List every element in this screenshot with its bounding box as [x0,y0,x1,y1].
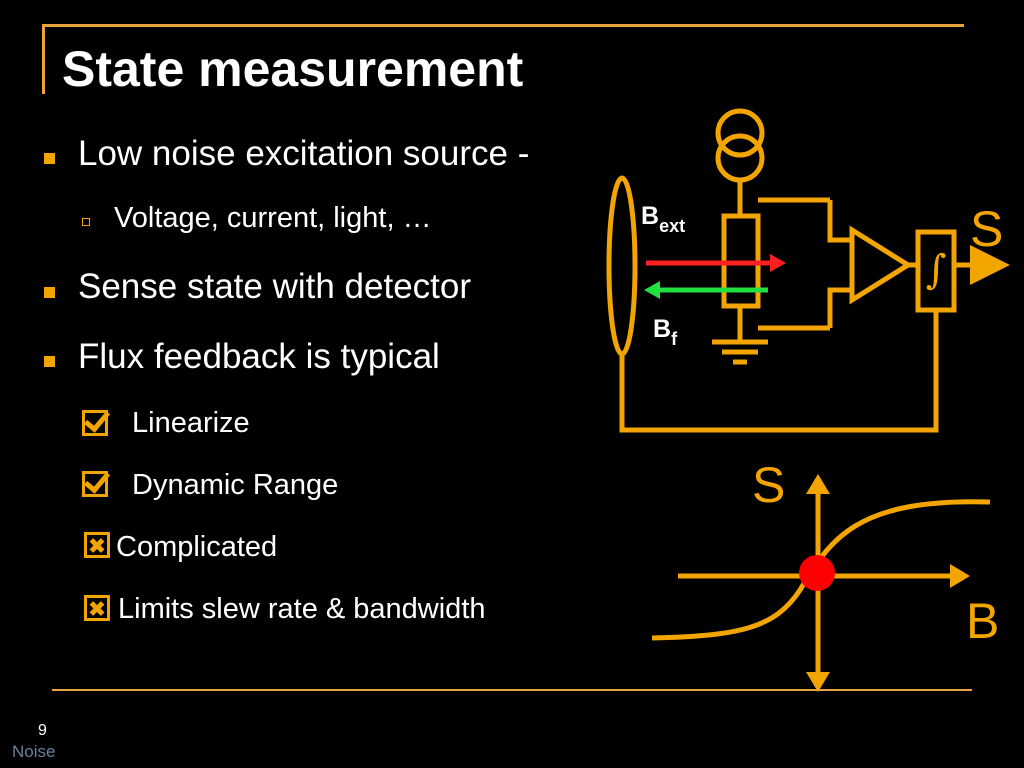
plot-x-label: B [966,593,999,649]
footer-rule [52,689,972,691]
feedback-line [619,310,939,433]
bullet-square-icon [44,287,55,298]
x-box-icon [84,532,110,558]
footer-section: Noise [12,742,56,761]
title-frame-top [42,24,964,27]
feedback-coil [606,175,638,357]
ground-icon [712,339,768,365]
operating-point-marker [799,555,835,591]
plot-y-label: S [752,457,785,513]
bullet-item: Low noise excitation source - [78,134,530,173]
bullet-item: Dynamic Range [132,469,339,501]
current-source-icon [715,108,765,216]
check-box-icon [82,471,108,497]
squid-circuit [606,108,1010,433]
bullet-item: Complicated [116,531,278,563]
transfer-curve [651,499,991,641]
amplifier-icon [849,225,913,305]
bullet-item: Flux feedback is typical [78,337,440,376]
b-f-label: B [653,315,671,343]
b-f-subscript: f [671,329,678,349]
slide-title: State measurement [62,41,524,97]
check-box-icon [82,410,108,436]
b-ext-subscript: ext [659,216,685,236]
bullet-item: Sense state with detector [78,267,471,306]
bullet-item: Voltage, current, light, … [114,202,432,234]
bullet-item: Linearize [132,407,250,439]
bullet-item: Limits slew rate & bandwidth [118,593,486,625]
integrator-symbol: ∫ [926,247,947,293]
x-box-icon [84,595,110,621]
bullet-square-icon [44,153,55,164]
page-number: 9 [38,722,47,739]
title-frame-left [42,24,45,94]
svg-text:Bf: Bf [653,315,678,349]
svg-text:Bext: Bext [641,202,685,236]
flux-arrows [644,254,786,299]
b-ext-label: B [641,202,659,230]
bullet-hollow-square-icon [82,218,90,226]
bullet-square-icon [44,356,55,367]
circuit-output-label: S [970,201,1003,257]
